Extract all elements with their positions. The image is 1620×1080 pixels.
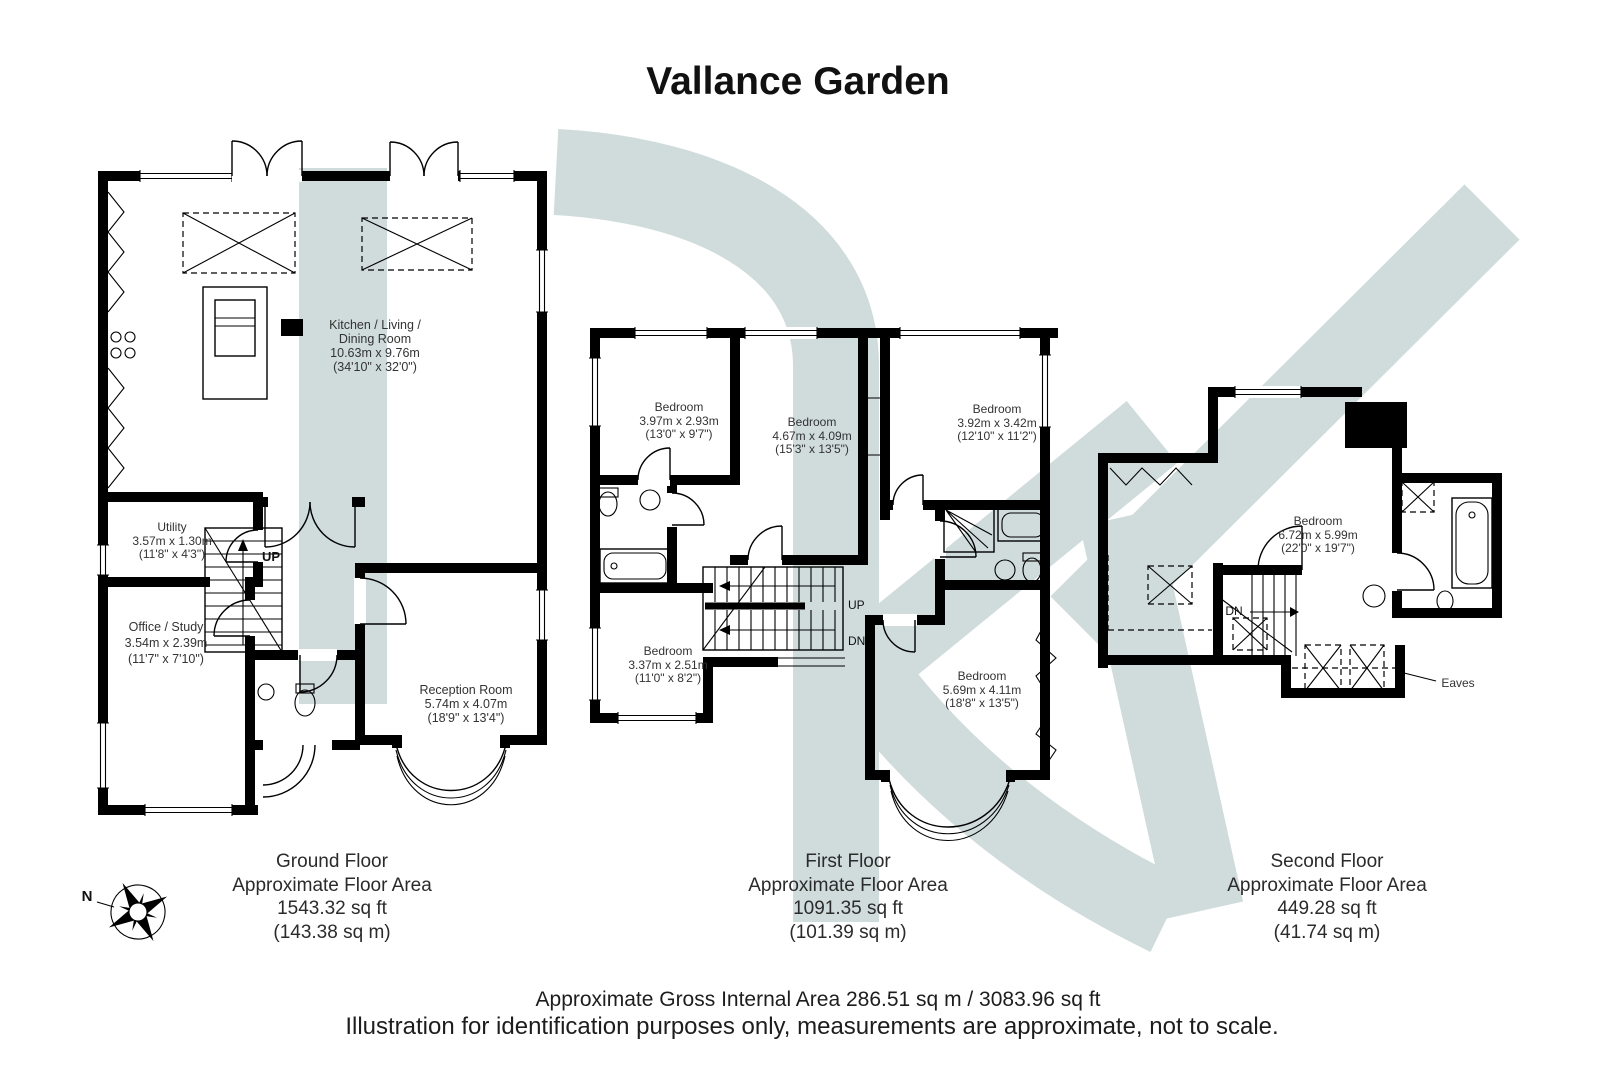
floor-area-ft: 1543.32 sq ft bbox=[277, 898, 387, 919]
room-name: Office / Study bbox=[128, 620, 204, 634]
room-label-bedroom-4: Bedroom 3.37m x 2.51m (11'0" x 8'2") bbox=[628, 644, 708, 686]
stairs-down-label-second: DN bbox=[1225, 604, 1243, 618]
room-name: Dining Room bbox=[338, 332, 412, 346]
room-label-bedroom-1: Bedroom 3.97m x 2.93m (13'0" x 9'7") bbox=[639, 400, 719, 442]
room-dims-m: 3.54m x 2.39m bbox=[124, 636, 208, 650]
stairs-down-label-first: DN bbox=[848, 634, 866, 648]
second-floor-walls bbox=[1098, 387, 1502, 698]
ground-floor-stairs bbox=[204, 527, 283, 653]
first-floor-caption: First Floor Approximate Floor Area 1091.… bbox=[748, 850, 948, 944]
room-label-bedroom-6: Bedroom 6.72m x 5.99m (22'0" x 19'7") bbox=[1278, 514, 1358, 556]
floor-name: Ground Floor bbox=[276, 851, 388, 872]
room-label-bedroom-5: Bedroom 5.69m x 4.11m (18'8" x 13'5") bbox=[942, 669, 1022, 711]
ground-floor-windows bbox=[97, 170, 548, 816]
rooflight-icon bbox=[182, 212, 473, 274]
bay-window-first bbox=[881, 770, 1015, 841]
second-floor-plan bbox=[1098, 386, 1502, 698]
ground-floor-plan bbox=[97, 140, 548, 816]
floor-area-ft: 1091.35 sq ft bbox=[793, 898, 903, 919]
room-dims-m: 5.74m x 4.07m bbox=[424, 697, 508, 711]
kitchen-island bbox=[202, 286, 268, 400]
room-name: Utility bbox=[157, 520, 187, 534]
gross-internal-area: Approximate Gross Internal Area 286.51 s… bbox=[535, 988, 1101, 1011]
floor-area-line: Approximate Floor Area bbox=[232, 874, 432, 896]
ensuite-fixtures bbox=[1362, 481, 1493, 612]
bay-window-ground bbox=[392, 735, 510, 806]
cooktop-icon bbox=[110, 331, 136, 359]
floor-area-m: (41.74 sq m) bbox=[1273, 921, 1381, 943]
room-label-utility: Utility 3.57m x 1.30m (11'8" x 4'3") bbox=[132, 520, 212, 562]
room-dims-ft: (11'7" x 7'10") bbox=[128, 652, 204, 666]
room-name: Bedroom bbox=[654, 400, 704, 414]
room-dims-m: 3.92m x 3.42m bbox=[957, 415, 1037, 430]
room-dims-m: 3.97m x 2.93m bbox=[639, 413, 719, 428]
room-label-kitchen-living-dining: Kitchen / Living / Dining Room 10.63m x … bbox=[329, 318, 421, 374]
room-name: Bedroom bbox=[972, 402, 1022, 416]
room-dims-m: 10.63m x 9.76m bbox=[330, 346, 420, 360]
room-label-bedroom-2: Bedroom 4.67m x 4.09m (15'3" x 13'5") bbox=[772, 415, 852, 457]
floor-area-line: Approximate Floor Area bbox=[748, 874, 948, 896]
floor-area-line: Approximate Floor Area bbox=[1227, 874, 1427, 896]
second-floor-stairs bbox=[1219, 525, 1303, 656]
room-label-office-study: Office / Study 3.54m x 2.39m (11'7" x 7'… bbox=[125, 619, 208, 667]
room-name: Bedroom bbox=[643, 644, 693, 658]
stairs-up-label-ground: UP bbox=[261, 549, 281, 564]
room-dims-m: 4.67m x 4.09m bbox=[772, 428, 852, 443]
floor-area-m: (101.39 sq m) bbox=[789, 921, 907, 943]
disclaimer: Illustration for identification purposes… bbox=[345, 1013, 1279, 1040]
room-dims-m: 3.57m x 1.30m bbox=[132, 533, 212, 548]
floor-name: First Floor bbox=[805, 851, 891, 872]
second-floor-eaves-storage bbox=[1107, 555, 1437, 692]
page-title: Vallance Garden bbox=[646, 60, 950, 103]
room-dims-ft: (18'9" x 13'4") bbox=[427, 711, 505, 725]
room-dims-ft: (15'3" x 13'5") bbox=[775, 442, 849, 456]
room-dims-ft: (11'8" x 4'3") bbox=[138, 547, 206, 561]
compass-north-label: N bbox=[81, 888, 93, 905]
room-dims-ft: (18'8" x 13'5") bbox=[945, 696, 1019, 710]
ground-floor-caption: Ground Floor Approximate Floor Area 1543… bbox=[232, 850, 432, 944]
ground-floor-doors bbox=[213, 140, 459, 798]
room-name: Kitchen / Living / bbox=[329, 318, 421, 332]
second-floor-windows bbox=[1109, 386, 1302, 486]
room-name: Reception Room bbox=[419, 683, 513, 697]
room-label-reception: Reception Room 5.74m x 4.07m (18'9" x 13… bbox=[419, 683, 512, 725]
bathroom-left-fixtures bbox=[597, 487, 671, 584]
room-dims-ft: (13'0" x 9'7") bbox=[645, 427, 713, 441]
room-name: Bedroom bbox=[1293, 514, 1343, 528]
room-dims-ft: (12'10" x 11'2") bbox=[957, 429, 1037, 443]
wc-toilet-icon bbox=[257, 683, 316, 717]
room-name: Bedroom bbox=[787, 415, 837, 429]
first-floor-plan bbox=[589, 327, 1058, 841]
room-dims-m: 5.69m x 4.11m bbox=[942, 682, 1022, 697]
bifold-door-icon bbox=[107, 191, 125, 489]
room-dims-ft: (11'0" x 8'2") bbox=[634, 671, 702, 685]
floor-area-ft: 449.28 sq ft bbox=[1277, 898, 1377, 919]
floor-name: Second Floor bbox=[1270, 851, 1384, 872]
first-floor-doors bbox=[637, 447, 977, 653]
second-floor-caption: Second Floor Approximate Floor Area 449.… bbox=[1227, 850, 1427, 944]
room-dims-m: 3.37m x 2.51m bbox=[628, 657, 708, 672]
compass-icon bbox=[108, 882, 168, 942]
stairs-up-label-first: UP bbox=[848, 598, 865, 612]
room-dims-ft: (34'10" x 32'0") bbox=[333, 360, 417, 374]
first-floor-windows bbox=[589, 327, 1057, 763]
room-dims-ft: (22'0" x 19'7") bbox=[1281, 541, 1355, 555]
bathroom-right-fixtures bbox=[943, 507, 1049, 583]
eaves-label: Eaves bbox=[1441, 676, 1475, 690]
room-label-bedroom-3: Bedroom 3.92m x 3.42m (12'10" x 11'2") bbox=[957, 402, 1037, 444]
room-name: Bedroom bbox=[957, 669, 1007, 683]
first-floor-stairs bbox=[702, 566, 844, 651]
room-dims-m: 6.72m x 5.99m bbox=[1278, 527, 1358, 542]
floor-area-m: (143.38 sq m) bbox=[273, 921, 391, 943]
